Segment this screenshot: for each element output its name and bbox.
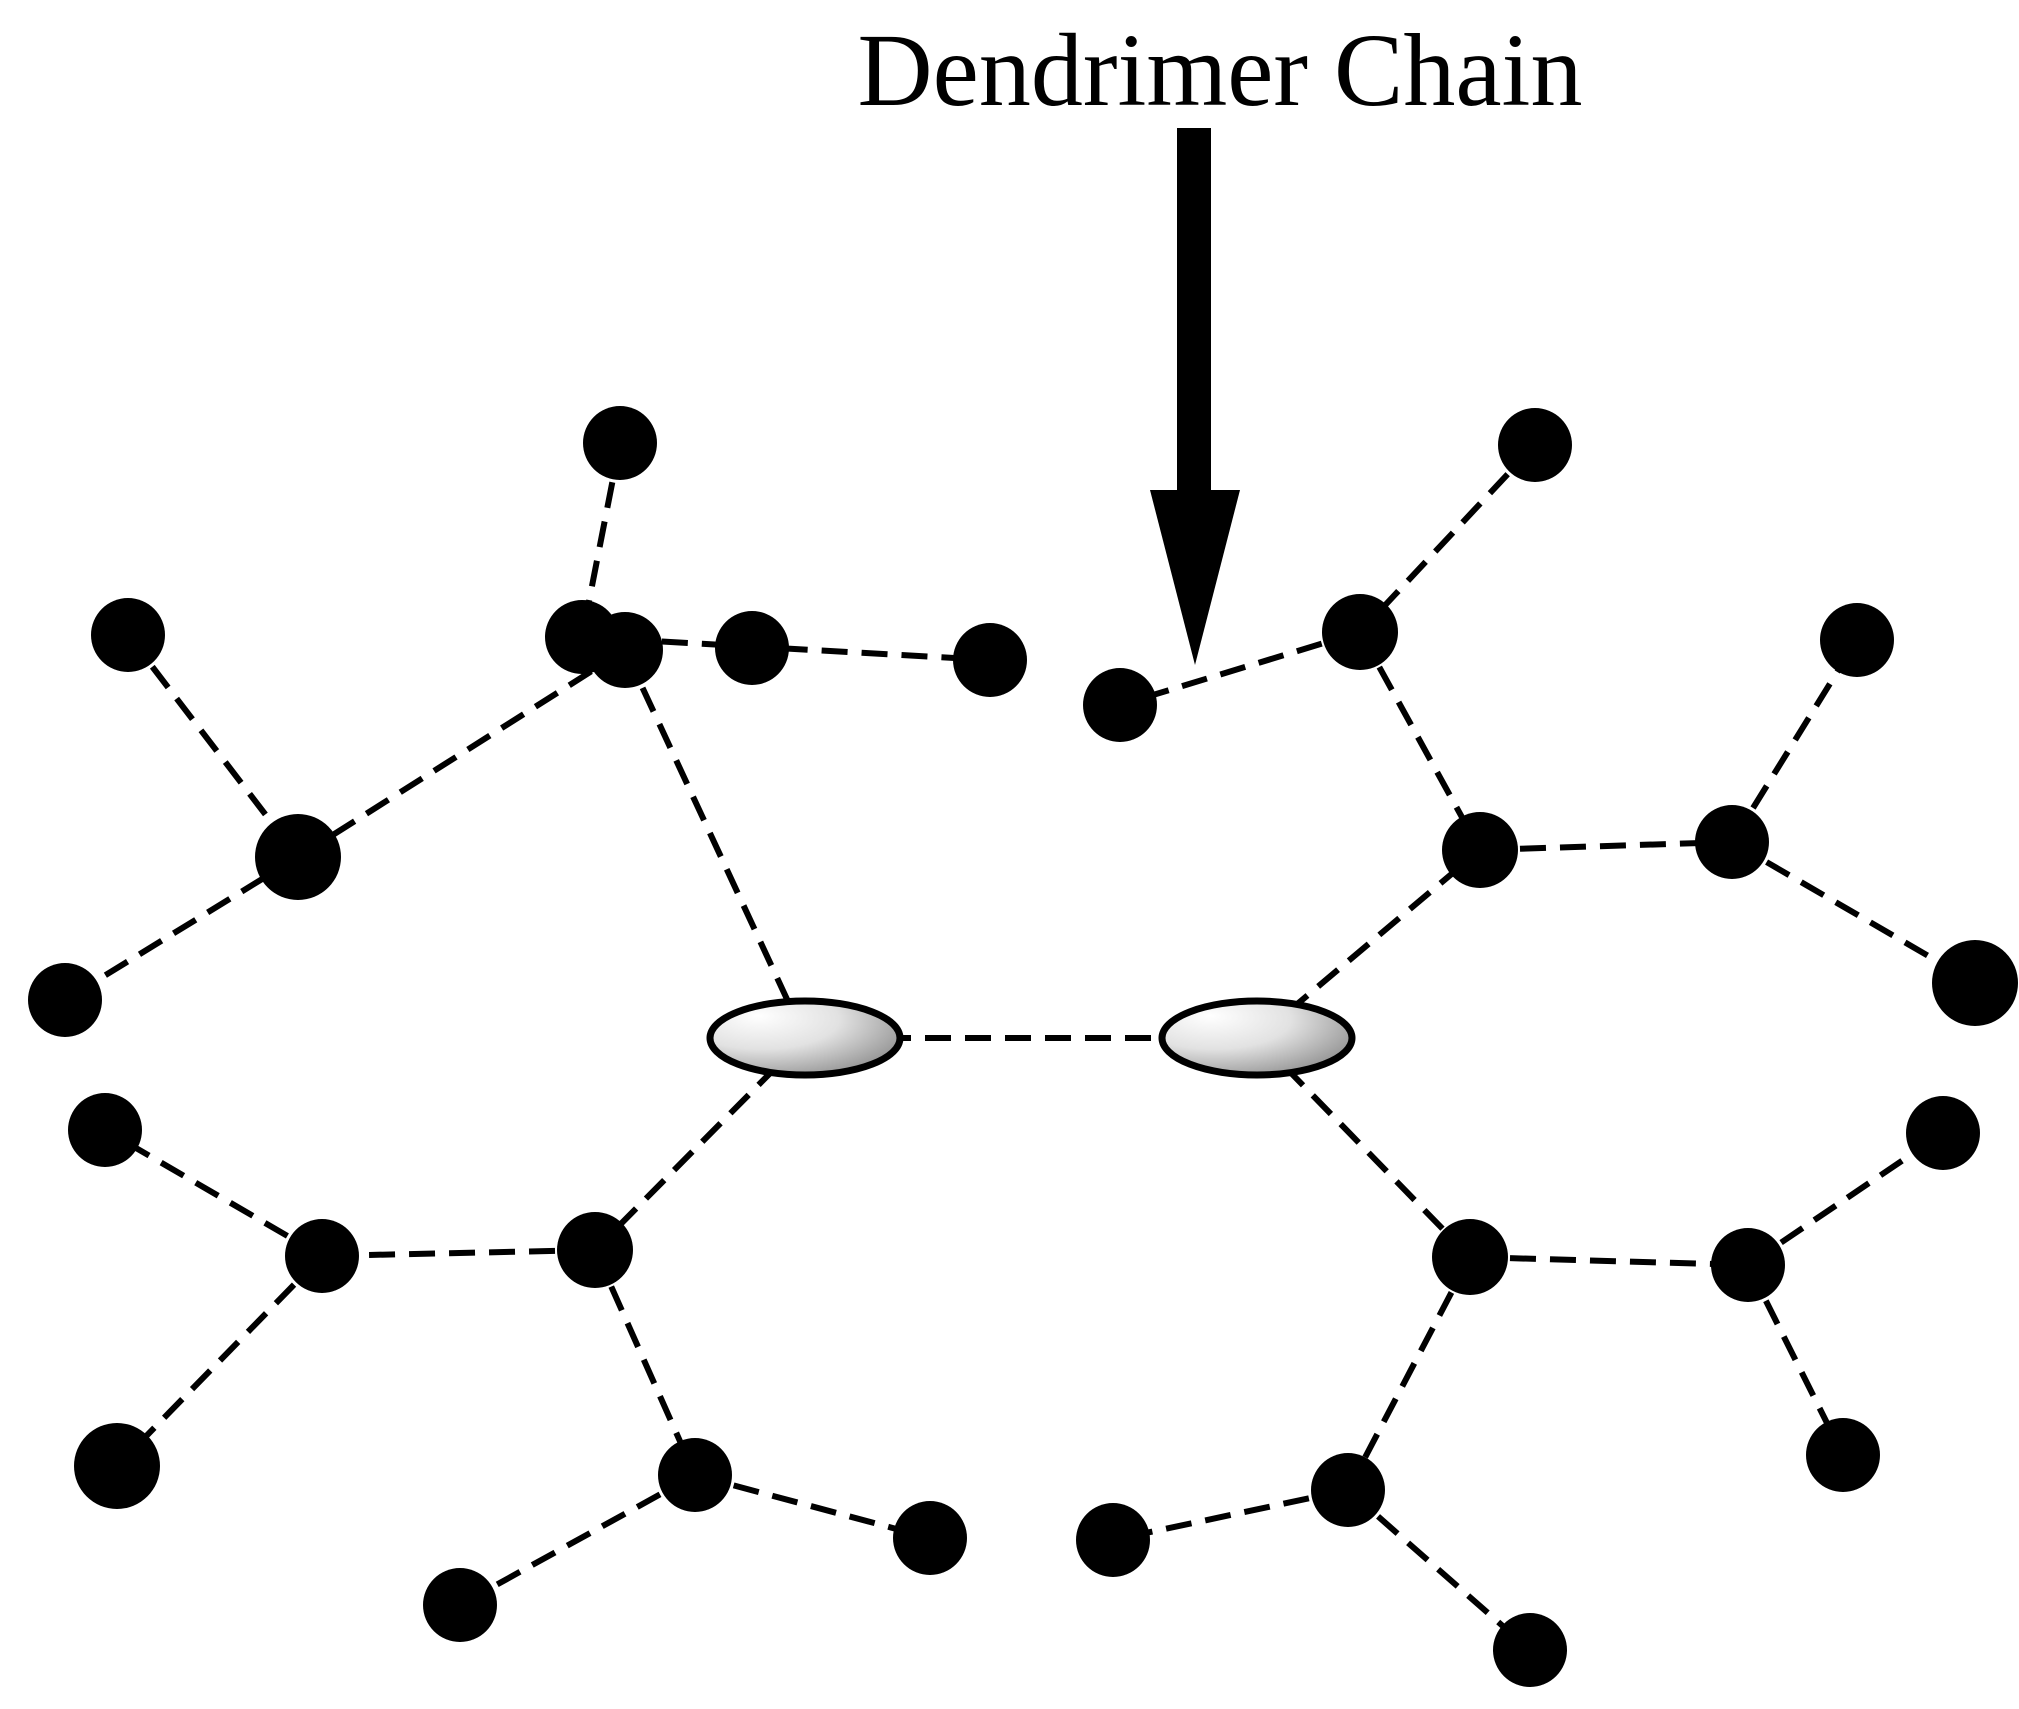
bond-line [103, 1127, 324, 1259]
dendrimer-node [1711, 1228, 1785, 1302]
bond-line [1119, 629, 1361, 708]
bond-line [694, 1472, 931, 1541]
bond-line [1357, 442, 1538, 635]
dendrimer-node [658, 1438, 732, 1512]
dendrimer-node [893, 1501, 967, 1575]
dendrimer-node [1493, 1613, 1567, 1687]
dendrimer-node [1695, 805, 1769, 879]
dendrimer-node [715, 611, 789, 685]
bond-line [592, 1248, 698, 1477]
dendrimer-node [91, 598, 165, 672]
bond-line [1345, 1255, 1473, 1492]
dendrimer-node [28, 963, 102, 1037]
dendrimer-node [1806, 1418, 1880, 1492]
dendrimer-node [68, 1093, 142, 1167]
dendrimer-node [1442, 812, 1518, 888]
dendrimer-node [545, 600, 619, 674]
dendrimer-node [557, 1212, 633, 1288]
bond-line [321, 1247, 596, 1259]
dendrimer-node [1932, 940, 2018, 1026]
core-ellipse-left [706, 997, 904, 1079]
dendrimer-node [583, 406, 657, 480]
dendrimer-node [255, 814, 341, 900]
dendrimer-node [1498, 408, 1572, 482]
dendrimer-node [1820, 603, 1894, 677]
bond-line [63, 854, 300, 1003]
bond-lines [63, 442, 1977, 1653]
diagram-title: Dendrimer Chain [858, 13, 1583, 128]
bond-line [1730, 839, 1977, 986]
core-ellipse-right [1158, 997, 1356, 1079]
pointer-arrow-head [1150, 490, 1240, 665]
dendrimer-node [423, 1568, 497, 1642]
bond-line [1357, 630, 1483, 852]
dendrimer-node [1083, 668, 1157, 742]
dendrimer-node [1076, 1503, 1150, 1577]
pointer-arrow [1150, 128, 1240, 665]
bond-line [1346, 1487, 1532, 1653]
dendrimer-node [1311, 1453, 1385, 1527]
bond-line [125, 633, 301, 859]
dendrimer-node [953, 623, 1027, 697]
core-ellipses [706, 997, 1356, 1079]
bond-line [1469, 1254, 1749, 1268]
bond-line [114, 1253, 325, 1469]
bond-line [1112, 1487, 1349, 1543]
dendrimer-node [285, 1219, 359, 1293]
bond-line [1479, 839, 1733, 853]
bond-line [458, 1472, 697, 1608]
dendrimer-node [1322, 594, 1398, 670]
dendrimer-node [1432, 1219, 1508, 1295]
dendrimer-node [1906, 1096, 1980, 1170]
dendrimer-node [74, 1423, 160, 1509]
core-bond-line [622, 648, 808, 1040]
pointer-arrow-shaft [1177, 128, 1211, 510]
bond-line [296, 647, 627, 860]
dendrimer-nodes [28, 406, 2018, 1687]
